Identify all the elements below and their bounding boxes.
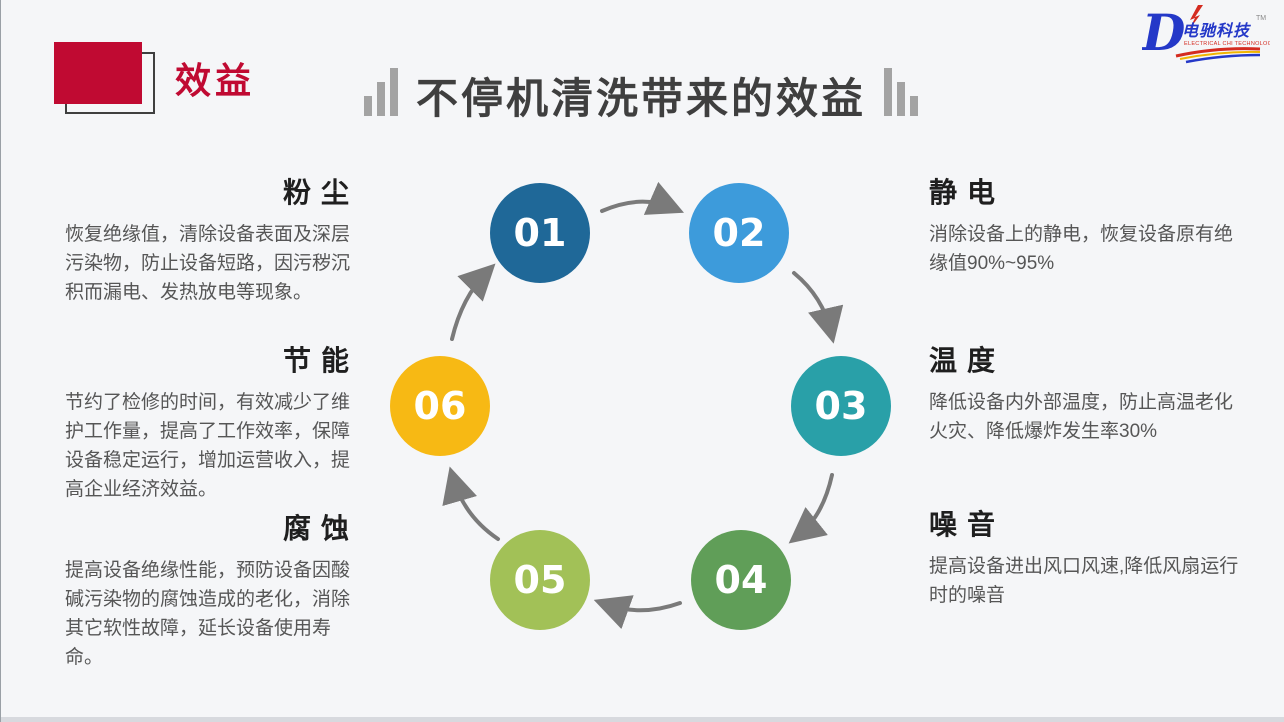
benefit-corrosion: 腐蚀 提高设备绝缘性能，预防设备因酸碱污染物的腐蚀造成的老化，消除其它软性故障，… [65,512,359,672]
section-marker-red-square [54,42,142,104]
benefit-noise: 噪音 提高设备进出风口风速,降低风扇运行时的噪音 [929,508,1241,610]
benefit-noise-body: 提高设备进出风口风速,降低风扇运行时的噪音 [929,556,1239,606]
cycle-step-02: 02 [689,183,789,283]
company-logo: D 电驰科技 TM ELECTRICAL CHI TECHNOLOGY [1140,3,1276,64]
page-title: 不停机清洗带来的效益 [415,74,866,122]
benefit-temperature: 温度 降低设备内外部温度，防止高温老化火灾、降低爆炸发生率30% [929,344,1241,446]
cycle-step-06: 06 [390,356,490,456]
benefit-energy-saving-body: 节约了检修的时间，有效减少了维护工作量，提高了工作效率，保障设备稳定运行，增加运… [65,392,351,500]
lightning-bolt-icon [1189,5,1203,30]
benefit-static-body: 消除设备上的静电，恢复设备原有绝缘值90%~95% [929,224,1234,274]
title-row: 不停机清洗带来的效益 [331,68,951,124]
benefit-corrosion-heading: 腐蚀 [282,513,359,544]
benefit-dust: 粉尘 恢复绝缘值，清除设备表面及深层污染物，防止设备短路，因污秽沉积而漏电、发热… [65,176,359,307]
logo-tm: TM [1256,15,1266,22]
logo-en-name: ELECTRICAL CHI TECHNOLOGY [1184,41,1270,47]
arrow-step3-to-step4 [788,473,834,544]
benefit-static-heading: 静电 [929,177,1006,208]
cycle-step-04: 04 [691,530,791,630]
bar-chart-decoration-left-icon [363,68,398,124]
benefit-dust-body: 恢复绝缘值，清除设备表面及深层污染物，防止设备短路，因污秽沉积而漏电、发热放电等… [65,224,351,303]
bottom-edge-strip [1,717,1284,722]
logo-cn-name: 电驰科技 [1182,22,1251,40]
benefit-corrosion-body: 提高设备绝缘性能，预防设备因酸碱污染物的腐蚀造成的老化，消除其它软性故障，延长设… [65,560,351,668]
arrow-step1-to-step2 [600,181,684,215]
benefit-dust-heading: 粉尘 [282,177,359,208]
logo-swoosh-blue [1185,53,1261,64]
arrow-step6-to-step1 [450,263,496,341]
benefit-temperature-body: 降低设备内外部温度，防止高温老化火灾、降低爆炸发生率30% [929,392,1234,442]
bar-chart-decoration-right-icon [884,68,918,124]
section-label: 效益 [175,60,256,101]
arrow-step5-to-step6 [442,466,500,541]
benefit-static: 静电 消除设备上的静电，恢复设备原有绝缘值90%~95% [929,176,1241,278]
logo-swoosh-red [1175,47,1261,58]
arrow-step4-to-step5 [593,595,682,630]
cycle-step-05: 05 [490,530,590,630]
logo-swoosh-yellow [1179,50,1261,60]
benefit-noise-heading: 噪音 [929,509,1006,540]
company-logo-graphic: D 电驰科技 TM ELECTRICAL CHI TECHNOLOGY [1140,3,1276,64]
benefit-energy-saving: 节能 节约了检修的时间，有效减少了维护工作量，提高了工作效率，保障设备稳定运行，… [65,344,359,504]
arrow-step2-to-step3 [792,271,844,344]
benefit-temperature-heading: 温度 [929,345,1006,376]
cycle-step-03: 03 [791,356,891,456]
benefit-energy-saving-heading: 节能 [282,345,359,376]
cycle-step-01: 01 [490,183,590,283]
logo-d-glyph: D [1142,4,1185,62]
